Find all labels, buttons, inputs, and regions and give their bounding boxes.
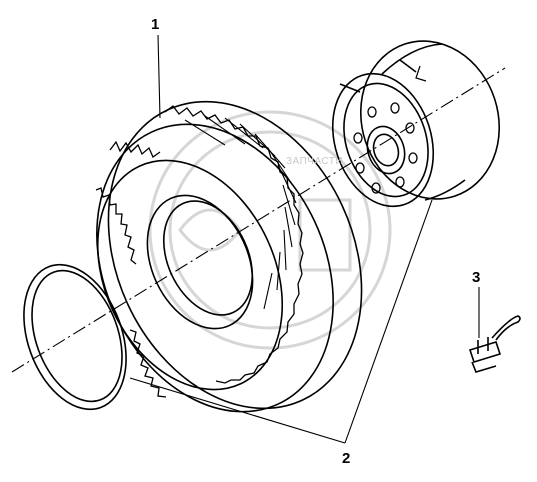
leader-lines bbox=[129, 34, 480, 444]
leader-2a bbox=[129, 377, 346, 444]
watermark-text: ЗАПЧАСТИ bbox=[286, 156, 344, 167]
callout-3: 3 bbox=[472, 269, 481, 286]
watermark-logo bbox=[148, 110, 392, 350]
leader-2b bbox=[344, 199, 433, 444]
callout-2: 2 bbox=[342, 450, 351, 467]
lock-ring bbox=[23, 263, 127, 411]
callout-1: 1 bbox=[151, 16, 160, 33]
valve-clip bbox=[468, 315, 521, 373]
tire bbox=[95, 100, 363, 413]
axis-line bbox=[11, 67, 506, 373]
wheel-rim bbox=[331, 40, 501, 208]
leader-1 bbox=[157, 34, 161, 119]
stud-holes bbox=[353, 102, 418, 194]
